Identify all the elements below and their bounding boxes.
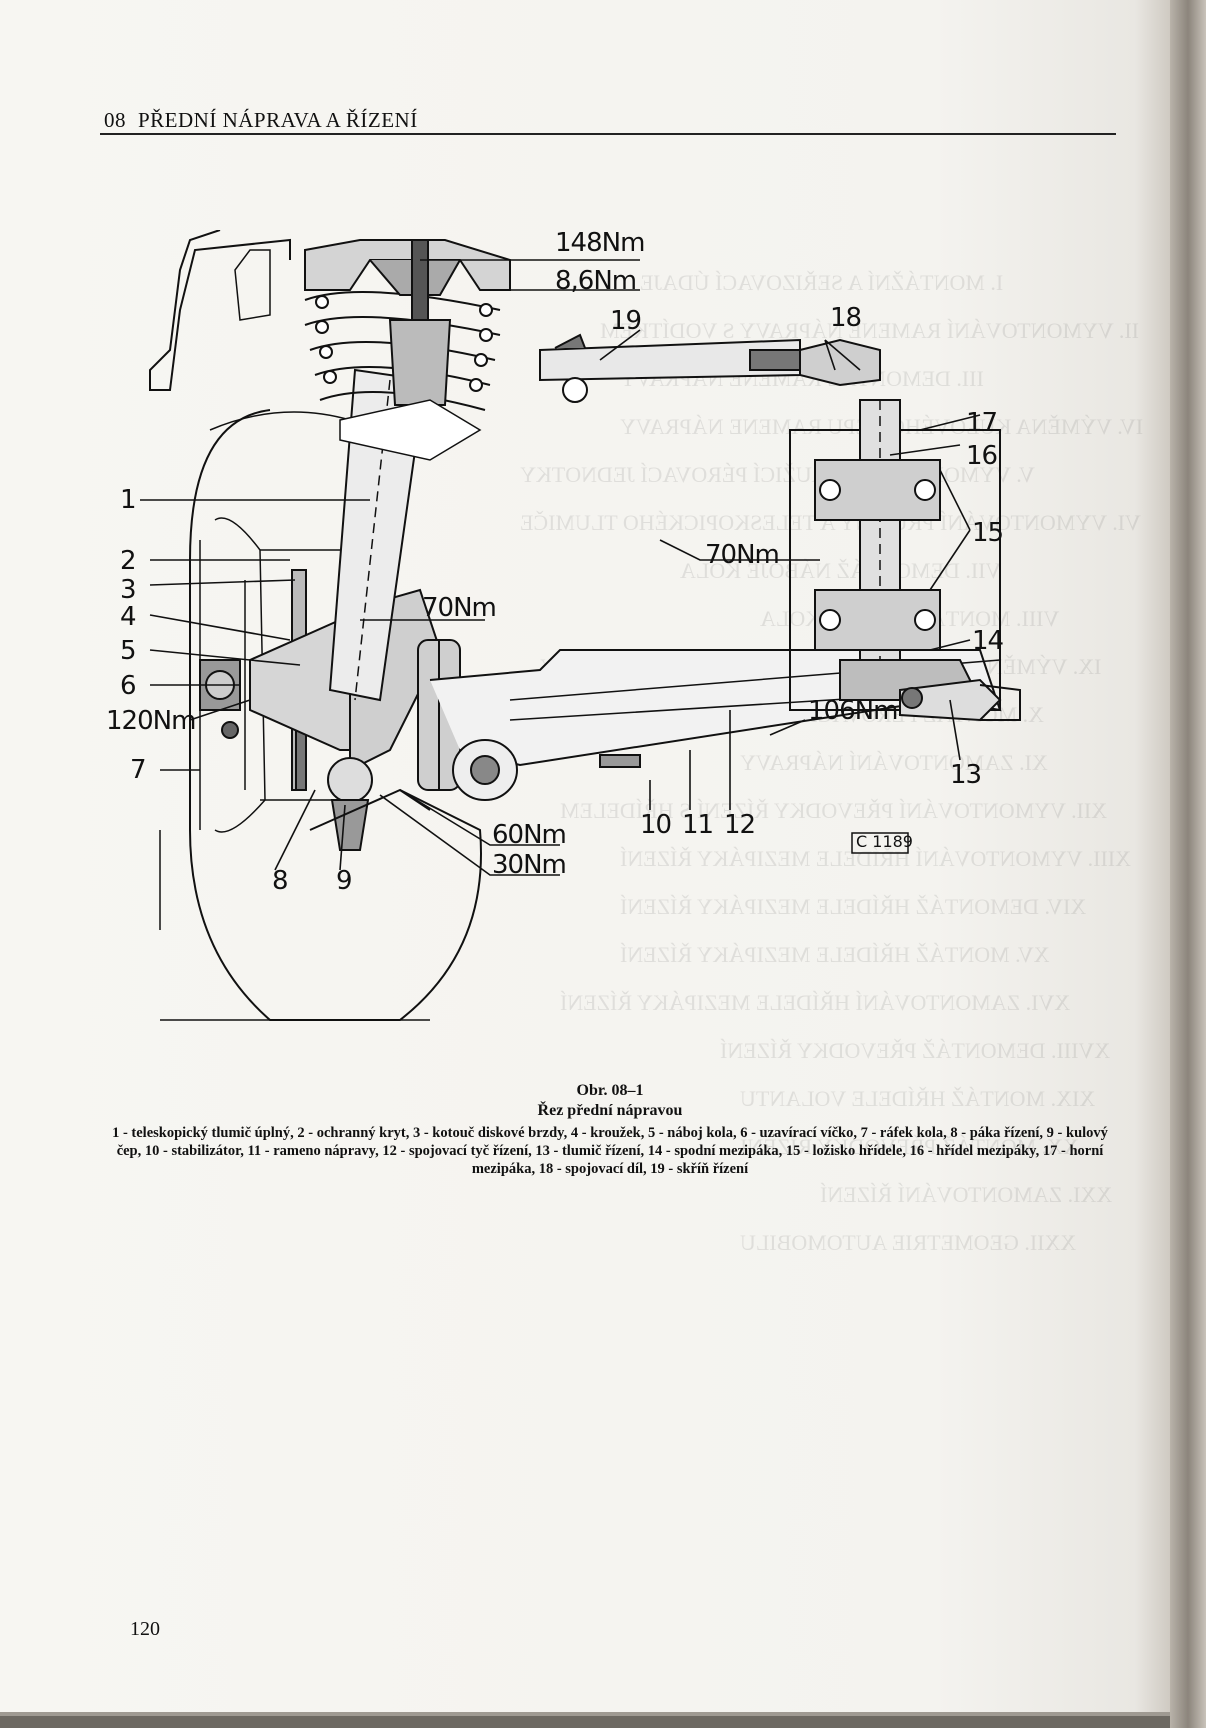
part-number-9: 9 xyxy=(336,866,353,896)
part-number-17: 17 xyxy=(966,408,998,438)
scanner-edge xyxy=(0,1712,1170,1728)
part-number-18: 18 xyxy=(830,303,862,333)
book-page: I. MONTÁŽNÍ A SEŘIZOVACÍ ÚDAJE II. VYMON… xyxy=(0,0,1170,1728)
page-number: 120 xyxy=(130,1618,160,1640)
part-number-13: 13 xyxy=(950,760,982,790)
figure-title: Řez přední nápravou xyxy=(537,1102,683,1119)
part-number-7: 7 xyxy=(130,755,147,785)
torque-label-30: 30Nm xyxy=(492,850,567,880)
torque-label-60: 60Nm xyxy=(492,820,567,850)
figure-number: Obr. 08–1 xyxy=(576,1082,644,1099)
torque-label-148: 148Nm xyxy=(555,228,645,258)
running-header: 08 PŘEDNÍ NÁPRAVA A ŘÍZENÍ xyxy=(104,108,418,133)
part-number-15: 15 xyxy=(972,518,1004,548)
bleed-line: XVIII. DEMONTÁŽ PŘEVODKY ŘÍZENÍ xyxy=(720,1038,1111,1063)
section-title: PŘEDNÍ NÁPRAVA A ŘÍZENÍ xyxy=(138,108,418,132)
book-spine-shadow xyxy=(1170,0,1206,1728)
part-number-6: 6 xyxy=(120,671,137,701)
drawing-code: C 1189 xyxy=(856,832,913,851)
part-number-11: 11 xyxy=(682,810,714,840)
part-number-16: 16 xyxy=(966,441,998,471)
bleed-line: XXI. ZAMONTOVÁNÍ ŘÍZENÍ xyxy=(820,1182,1113,1207)
part-number-12: 12 xyxy=(724,810,756,840)
torque-label-70-upper: 70Nm xyxy=(705,540,780,570)
part-number-5: 5 xyxy=(120,636,137,666)
part-number-19: 19 xyxy=(610,306,642,336)
figure-legend: 1 - teleskopický tlumič úplný, 2 - ochra… xyxy=(112,1125,1108,1177)
part-number-1: 1 xyxy=(120,485,137,515)
front-axle-diagram: 148Nm 8,6Nm 70Nm 70Nm 120Nm 106Nm 60Nm 3… xyxy=(100,228,1120,1040)
section-number: 08 xyxy=(104,108,126,132)
part-number-8: 8 xyxy=(272,866,289,896)
torque-label-86: 8,6Nm xyxy=(555,266,637,296)
header-rule xyxy=(100,133,1116,135)
torque-label-106: 106Nm xyxy=(808,696,898,726)
figure-caption: Obr. 08–1 Řez přední nápravou 1 - telesk… xyxy=(100,1082,1120,1178)
torque-label-120: 120Nm xyxy=(106,706,196,736)
part-number-2: 2 xyxy=(120,546,137,576)
part-number-10: 10 xyxy=(640,810,672,840)
part-number-3: 3 xyxy=(120,575,137,605)
bleed-line: XXII. GEOMETRIE AUTOMOBILU xyxy=(740,1230,1077,1255)
front-axle-drawing xyxy=(140,229,1021,1021)
torque-label-70-strut: 70Nm xyxy=(422,593,497,623)
part-number-14: 14 xyxy=(972,626,1004,656)
part-number-4: 4 xyxy=(120,602,137,632)
